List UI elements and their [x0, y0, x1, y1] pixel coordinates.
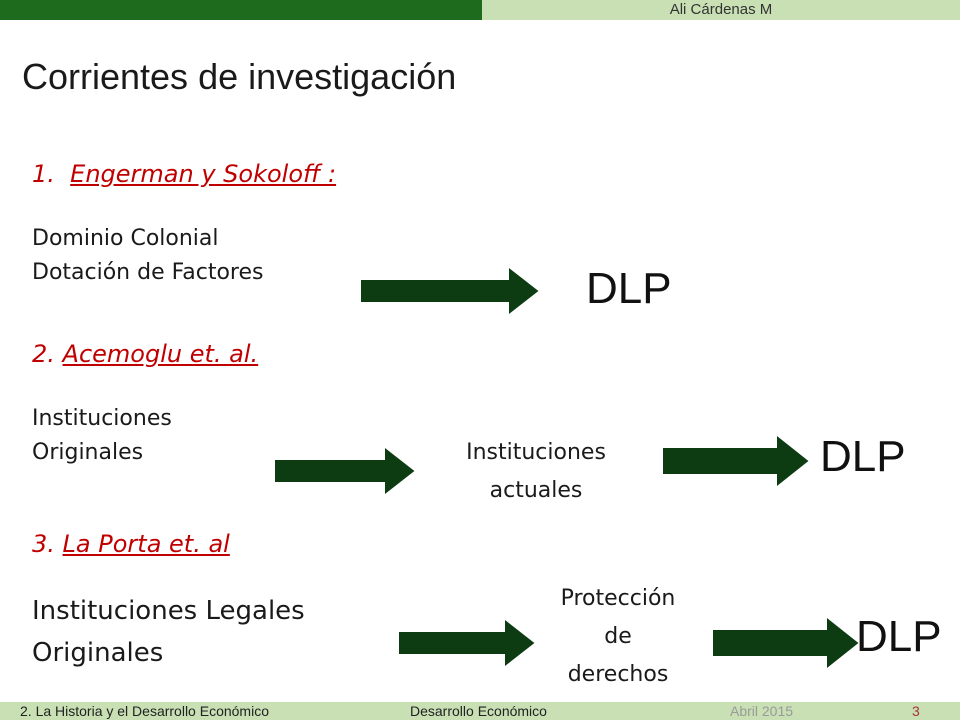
section3-heading: 3. La Porta et. al	[32, 530, 230, 558]
arrow-right-icon	[398, 616, 538, 670]
section2-middle-line-1: Instituciones	[466, 440, 606, 465]
author-name: Ali Cárdenas M	[669, 1, 773, 18]
section2-result: DLP	[820, 432, 906, 481]
section1-line-2: Dotación de Factores	[32, 260, 264, 285]
section1-line-1: Dominio Colonial	[32, 226, 219, 251]
arrow-right-icon	[360, 264, 542, 318]
section2-middle: Instituciones actuales	[438, 434, 634, 510]
arrow-right-icon	[712, 614, 862, 672]
slide-title: Corrientes de investigación	[22, 56, 457, 97]
section3-result: DLP	[856, 612, 942, 661]
section3-line-1: Instituciones Legales	[32, 596, 305, 626]
footer-date: Abril 2015	[730, 703, 794, 719]
section2-line-1: Instituciones	[32, 406, 172, 431]
section3-middle: Protección de derechos	[530, 580, 706, 694]
section1-number: 1.	[32, 160, 55, 188]
section3-middle-line-1: Protección	[560, 586, 676, 611]
header-bar-dark	[0, 0, 482, 20]
section3-middle-line-3: derechos	[567, 662, 669, 687]
footer-course: Desarrollo Económico	[410, 703, 547, 719]
section2-text: Instituciones Originales	[32, 402, 172, 470]
section3-line-2: Originales	[32, 638, 164, 668]
section2-line-2: Originales	[32, 440, 144, 465]
footer-page-number: 3	[912, 703, 920, 719]
section1-heading: 1. Engerman y Sokoloff :	[32, 160, 336, 188]
footer-section: 2. La Historia y el Desarrollo Económico	[20, 703, 269, 719]
section2-heading-text: Acemoglu et. al.	[62, 340, 259, 368]
section2-heading: 2. Acemoglu et. al.	[32, 340, 258, 368]
header-bar-light	[482, 0, 960, 20]
section3-number: 3.	[32, 530, 55, 558]
section3-middle-line-2: de	[604, 624, 632, 649]
footer-bar	[0, 702, 960, 720]
arrow-right-icon	[662, 432, 812, 490]
section3-heading-text: La Porta et. al	[62, 530, 230, 558]
section2-number: 2.	[32, 340, 55, 368]
section2-middle-line-2: actuales	[489, 478, 583, 503]
section1-heading-text: Engerman y Sokoloff :	[70, 160, 337, 188]
arrow-right-icon	[274, 444, 418, 498]
section3-text: Instituciones Legales Originales	[32, 590, 305, 674]
section1-result: DLP	[586, 264, 672, 313]
section1-text: Dominio Colonial Dotación de Factores	[32, 222, 263, 290]
